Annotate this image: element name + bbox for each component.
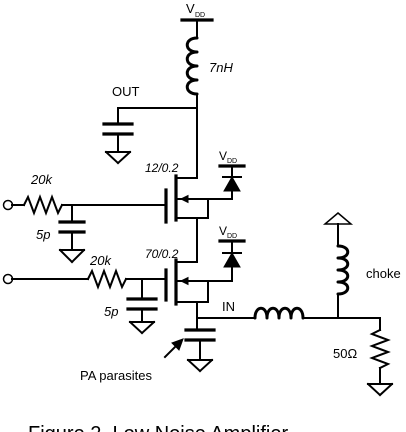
load-inductor-label: 7nH [209, 60, 233, 75]
load-resistor-zigzag [369, 328, 391, 370]
diode-icon [222, 251, 242, 268]
gate2-resistor-label: 20k [89, 253, 112, 268]
gate2-cap-label: 5p [104, 304, 118, 319]
m1-vdd-sub-label: DD [227, 158, 237, 165]
m1-arrow [179, 194, 189, 204]
ground-icon [186, 358, 214, 373]
supply-triangle-icon [322, 212, 354, 225]
in-node: IN [196, 299, 256, 319]
vdd-top-label: V [186, 1, 195, 16]
choke: choke [322, 212, 401, 319]
vdd-top-sub-label: DD [195, 12, 205, 19]
m2-transistor: 70/0.2 [145, 247, 209, 306]
m2-vdd-label: V [219, 224, 227, 238]
ground-icon [128, 320, 156, 335]
m2-diode: V DD [207, 224, 246, 282]
ground-icon [366, 382, 394, 397]
gate2-bias: 20k 5p [2, 253, 167, 335]
m1-transistor: 12/0.2 [145, 161, 209, 224]
gate1-resistor-label: 20k [30, 172, 53, 187]
gate2-resistor [86, 268, 128, 290]
pa-parasites-label: PA parasites [80, 368, 153, 383]
ground-icon [58, 248, 86, 264]
choke-label: choke [366, 266, 401, 281]
gate1-cap-label: 5p [36, 227, 50, 242]
gate1-bias: 20k 5p [2, 172, 167, 264]
m2-vdd-sub-label: DD [227, 233, 237, 240]
load-resistor: 50Ω [333, 317, 394, 397]
figure-caption: Figure 2. Low Noise Amplifier [28, 423, 288, 432]
m2-size-label: 70/0.2 [145, 247, 179, 261]
pointer-arrow-icon [163, 338, 184, 359]
load-resistor-label: 50Ω [333, 346, 357, 361]
load-inductor: 7nH [185, 36, 233, 96]
pa-parasitic-cap: PA parasites [80, 328, 216, 383]
series-inductor-coil [253, 306, 305, 320]
gate1-resistor [22, 194, 64, 216]
m1-diode: V DD [207, 149, 246, 200]
series-inductor [253, 306, 381, 320]
m2-arrow [179, 276, 189, 286]
diode-icon [222, 175, 242, 192]
out-node: OUT [102, 84, 198, 165]
choke-coil [336, 244, 350, 296]
vdd-top: V DD [180, 1, 214, 39]
m1-vdd-label: V [219, 149, 227, 163]
out-label: OUT [112, 84, 140, 99]
m1-size-label: 12/0.2 [145, 161, 179, 175]
ground-icon [104, 150, 132, 165]
in-label: IN [222, 299, 235, 314]
load-inductor-coil [185, 36, 199, 96]
